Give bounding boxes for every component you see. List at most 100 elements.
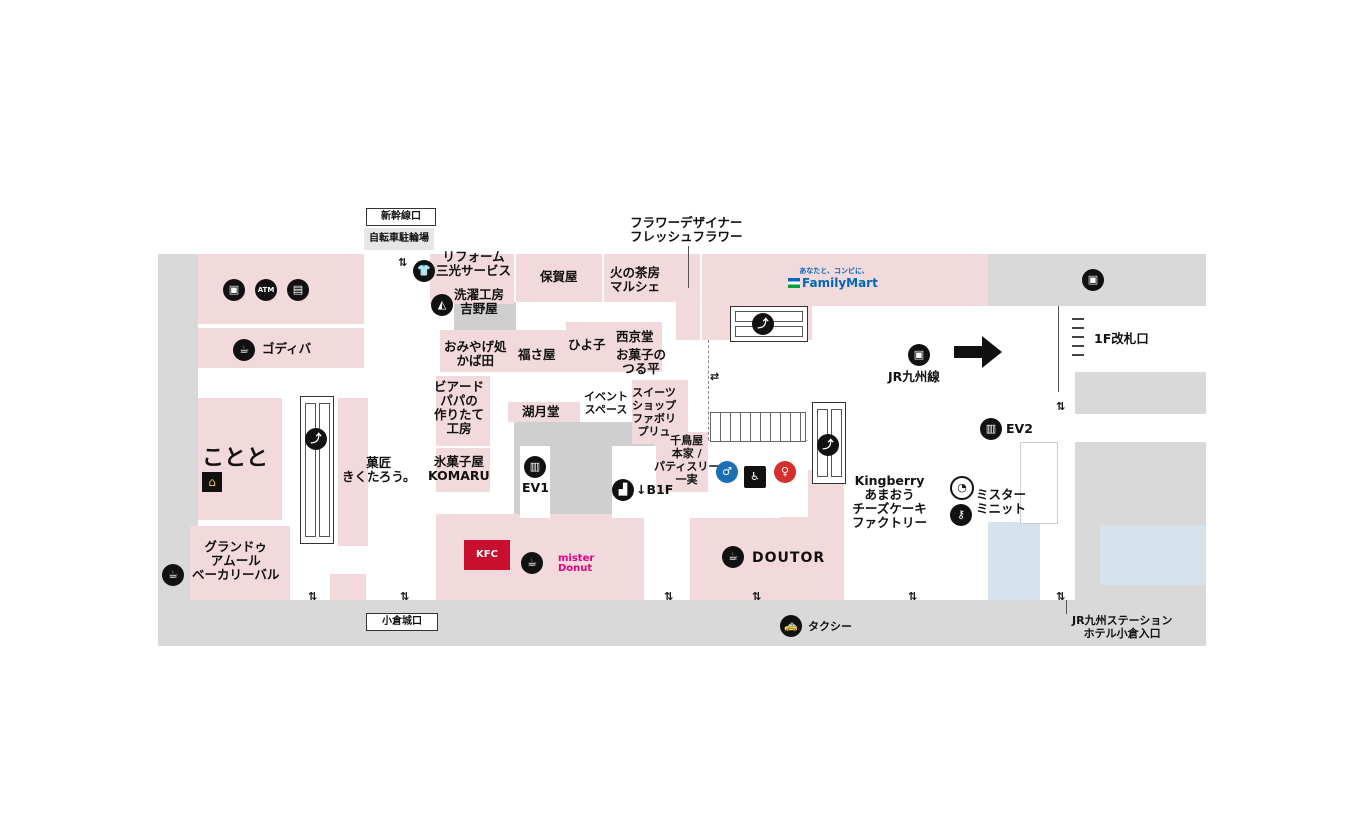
label-gate-1f: 1F改札口: [1094, 331, 1149, 346]
shop-familymart: [702, 254, 988, 306]
toilet-male-icon[interactable]: ♂: [716, 461, 738, 483]
coffee-icon-grand: ☕: [162, 564, 184, 586]
elevator-icon-ev2[interactable]: ▥: [980, 418, 1002, 440]
shop-beard-papa: [436, 376, 490, 446]
shop-chidoriya: [654, 432, 708, 492]
label-kogetsudo: 湖月堂: [522, 404, 560, 419]
label-kingberry: Kingberry あまおう チーズケーキ ファクトリー: [852, 473, 928, 530]
familymart-mark-icon: [788, 278, 800, 288]
clock-icon: ◔: [950, 476, 974, 500]
two-way-arrow-6: ⇅: [908, 590, 918, 603]
stairs-center[interactable]: [710, 412, 806, 442]
dashed-divider: [708, 340, 709, 440]
kokura-castle-exit-label: 小倉城口: [366, 613, 438, 631]
label-hinochabo: 火の茶房 マルシェ: [610, 265, 661, 294]
escalator-left[interactable]: [300, 396, 334, 544]
gate-bars: [1072, 318, 1084, 358]
toilet-female-icon[interactable]: ♀: [774, 461, 796, 483]
label-beard-papa: ビアード パパの 作りたて 工房: [434, 379, 485, 436]
kotoya-logo: ことと ⌂: [202, 440, 286, 492]
bike-parking-label: 自転車駐輪場: [364, 228, 434, 250]
train-icon-jr: ▣: [908, 344, 930, 366]
coffee-icon-misterdonut: ☕: [521, 552, 543, 574]
label-ev1: EV1: [522, 480, 549, 495]
label-chidoriya: 千鳥屋 本家 / パティスリー 一実: [654, 434, 720, 486]
key-icon: ⚷: [950, 504, 972, 526]
label-grand: グランドゥ アムール ベーカリーバル: [192, 539, 280, 582]
two-way-arrow-9: ⇄: [710, 370, 720, 383]
shop-fukusaya: [516, 330, 566, 372]
hotel-area-2: [1100, 525, 1206, 585]
label-kashou: 菓匠 きくたろう。: [342, 455, 416, 484]
escalator-icon-top[interactable]: ⤴: [752, 313, 774, 335]
label-komaru: 氷菓子屋 KOMARU: [428, 454, 490, 483]
doutor-logo: DOUTOR: [752, 550, 826, 566]
label-hiyoko: ひよ子: [568, 337, 606, 352]
shop-doutor: [690, 518, 844, 600]
label-jr-hotel: JR九州ステーション ホテル小倉入口: [1072, 614, 1173, 640]
gate-line: [1058, 306, 1059, 392]
label-sentaku: 洗濯工房 吉野屋: [454, 287, 505, 316]
label-jr-kyushu-line: JR九州線: [888, 369, 940, 384]
two-way-arrow-5: ⇅: [752, 590, 762, 603]
label-hogaya: 保賀屋: [540, 269, 578, 284]
shop-small-bottom: [330, 574, 366, 600]
label-ev2: EV2: [1006, 421, 1033, 436]
familymart-name: FamilyMart: [802, 276, 878, 290]
shop-hogaya: [516, 254, 602, 302]
two-way-arrow-3: ⇅: [400, 590, 410, 603]
two-way-arrow-2: ⇅: [308, 590, 318, 603]
shop-kogetsudo: [508, 402, 580, 422]
shop-kotoya: [198, 398, 282, 520]
label-sweets-shop: スイーツ ショップ ファボリ プリュ: [632, 386, 676, 438]
camera-icon: ▣: [223, 279, 245, 301]
kotoya-name: ことと: [202, 446, 269, 471]
label-flower: フラワーデザイナー フレッシュフラワー: [630, 215, 743, 244]
escalator-icon-center[interactable]: ⤴: [817, 434, 839, 456]
coffee-icon: ☕: [233, 339, 255, 361]
kfc-logo: KFC: [464, 540, 510, 570]
ev2-area: [1020, 414, 1206, 442]
label-taxi: タクシー: [808, 620, 852, 633]
kotoya-house-icon: ⌂: [202, 472, 222, 492]
corridor-bottom: [158, 600, 1206, 646]
iron-icon: ◭: [431, 294, 453, 316]
label-omiyage: おみやげ処 かば田: [444, 339, 507, 368]
two-way-arrow-1: ⇅: [398, 256, 408, 269]
hotel-leader: [1066, 600, 1067, 614]
shop-hiyoko: [566, 322, 612, 372]
familymart-logo: あなたと、コンビに、 FamilyMart: [788, 266, 880, 294]
arrow-right-icon: [954, 336, 1002, 368]
shop-grand: [190, 526, 290, 600]
toilet-accessible-icon[interactable]: ♿: [744, 466, 766, 488]
two-way-arrow-7: ⇅: [1056, 590, 1066, 603]
label-godiva: ゴディバ: [262, 341, 312, 356]
label-fukusaya: 福さ屋: [518, 347, 556, 362]
two-way-arrow-8: ⇅: [1056, 400, 1066, 413]
hotel-area: [988, 522, 1040, 600]
shop-saikyodo: [612, 322, 662, 372]
coin-locker-icon: ▤: [287, 279, 309, 301]
label-mister-minit: ミスター ミニット: [976, 487, 1027, 516]
shirt-icon: 👕: [413, 260, 435, 282]
stairs-icon[interactable]: ▟: [612, 479, 634, 501]
escalator-icon-left[interactable]: ⤴: [305, 428, 327, 450]
ev2-shaft: [1020, 442, 1058, 524]
misterdonut-logo: mister Donut: [558, 553, 595, 574]
two-way-arrow-4: ⇅: [664, 590, 674, 603]
flower-leader: [688, 246, 689, 288]
coffee-icon-doutor: ☕: [722, 546, 744, 568]
label-tsurunohira: お菓子の つる平: [616, 347, 667, 376]
shop-godiva: [198, 328, 364, 368]
atm-icon: ATM: [255, 279, 277, 301]
shop-omiyage: [440, 330, 516, 372]
elevator-icon-ev1[interactable]: ▥: [524, 456, 546, 478]
familymart-tagline: あなたと、コンビに、: [799, 267, 869, 275]
shop-komaru: [436, 448, 490, 492]
shinkansen-exit-label: 新幹線口: [366, 208, 436, 226]
label-saikyodo: 西京堂: [616, 329, 654, 344]
shop-kashou: [338, 398, 368, 546]
taxi-icon: 🚕: [780, 615, 802, 637]
label-b1f: ↓B1F: [636, 482, 674, 497]
